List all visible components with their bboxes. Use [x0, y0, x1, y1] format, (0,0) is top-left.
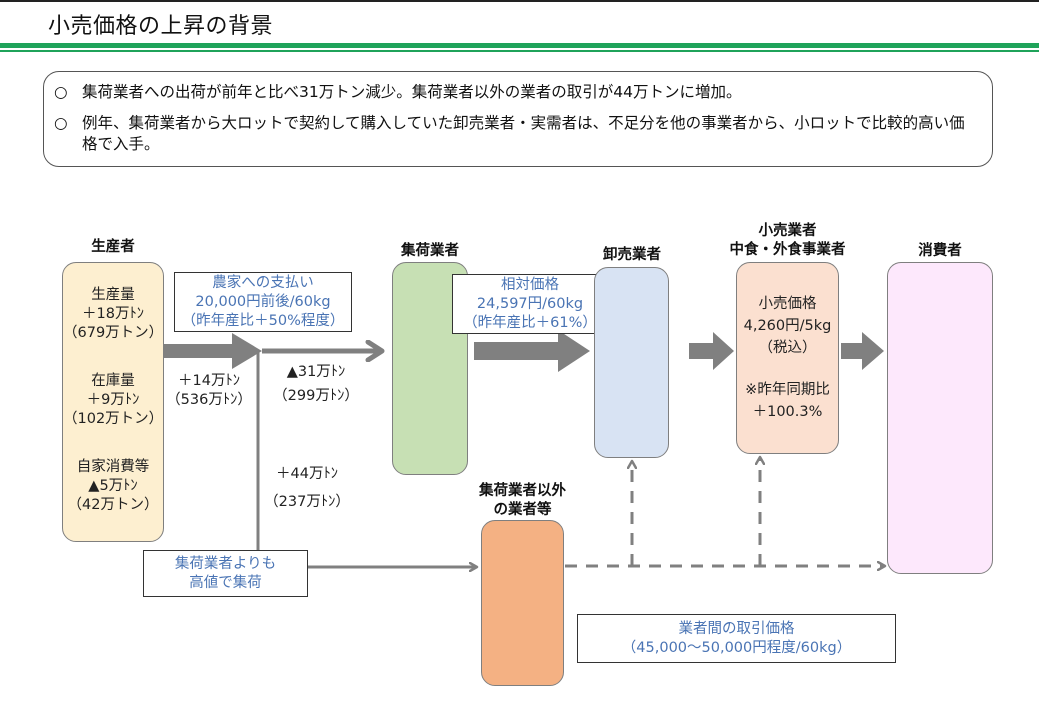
bullet-icon: ○	[54, 114, 68, 132]
top-border	[0, 0, 1039, 2]
summary-text: 例年、集荷業者から大ロットで契約して購入していた卸売業者・実需者は、不足分を他の…	[82, 114, 965, 153]
higher-collection-note: 集荷業者よりも 高値で集荷	[143, 550, 308, 597]
farmer-payment-note: 農家への支払い 20,000円前後/60kg （昨年産比＋50%程度）	[174, 272, 352, 332]
retail-price-label: 小売価格	[758, 296, 817, 312]
retail-yoy: ※昨年同期比 ＋100.3%	[737, 379, 838, 423]
flow-total: （536万ﾄﾝ）	[166, 392, 252, 408]
summary-item: ○ 集荷業者への出荷が前年と比べ31万トン減少。集荷業者以外の業者の取引が44万ト…	[54, 82, 972, 103]
wholesaler-label: 卸売業者	[603, 247, 661, 263]
flow-producer-out: ＋14万ﾄﾝ （536万ﾄﾝ）	[166, 372, 252, 410]
consumer-box	[887, 262, 993, 574]
retail-price: 小売価格 4,260円/5kg （税込）	[737, 293, 838, 359]
summary-item: ○ 例年、集荷業者から大ロットで契約して購入していた卸売業者・実需者は、不足分を他…	[54, 113, 972, 155]
collector-label: 集荷業者	[401, 243, 459, 259]
relative-price-note: 相対価格 24,597円/60kg （昨年産比＋61%）	[452, 274, 608, 334]
wholesaler-box	[594, 267, 669, 458]
note-line: 農家への支払い	[212, 275, 314, 291]
self-consumption-total: （42万トン）	[67, 497, 159, 513]
retailer-box: 小売価格 4,260円/5kg （税込） ※昨年同期比 ＋100.3%	[736, 262, 839, 454]
flow-to-collector: ▲31万ﾄﾝ （299万ﾄﾝ）	[266, 360, 366, 408]
note-line: 業者間の取引価格	[678, 621, 795, 637]
self-consumption-change: ▲5万ﾄﾝ	[88, 478, 138, 494]
note-line: 集荷業者よりも	[174, 556, 277, 572]
other-traders-label: 集荷業者以外 の業者等	[460, 482, 585, 520]
other-traders-box	[481, 520, 564, 686]
note-line: 24,597円/60kg	[476, 296, 584, 312]
note-line: 20,000円前後/60kg	[195, 294, 331, 310]
bullet-icon: ○	[54, 83, 68, 101]
summary-text: 集荷業者への出荷が前年と比べ31万トン減少。集荷業者以外の業者の取引が44万トン…	[82, 83, 742, 101]
flow-total: （299万ﾄﾝ）	[273, 388, 359, 404]
retail-price-value: 4,260円/5kg	[743, 318, 832, 334]
note-line: （昨年産比＋50%程度）	[181, 313, 345, 329]
arrow-retailer-consumer	[841, 332, 884, 370]
retailer-label: 小売業者 中食・外食事業者	[705, 222, 870, 260]
other-label-line: 集荷業者以外	[479, 483, 566, 499]
retail-yoy-label: ※昨年同期比	[745, 382, 830, 398]
note-line: 相対価格	[501, 277, 559, 293]
other-label-line: の業者等	[493, 502, 552, 518]
inventory-volume: 在庫量 ＋9万ﾄﾝ （102万トン）	[63, 372, 163, 429]
inventory-total: （102万トン）	[63, 411, 164, 427]
production-volume: 生産量 ＋18万ﾄﾝ （679万トン）	[63, 286, 163, 343]
production-change: ＋18万ﾄﾝ	[82, 306, 144, 322]
inventory-change: ＋9万ﾄﾝ	[86, 392, 140, 408]
self-consumption-label: 自家消費等	[76, 459, 150, 475]
producer-label: 生産者	[91, 239, 135, 255]
retailer-label-line: 中食・外食事業者	[729, 242, 846, 258]
retailer-label-line: 小売業者	[758, 223, 817, 239]
arrow-collector-wholesaler	[474, 330, 590, 372]
inter-trader-price-note: 業者間の取引価格 （45,000～50,000円程度/60kg）	[577, 614, 896, 663]
flow-change: ▲31万ﾄﾝ	[286, 364, 346, 380]
note-line: （45,000～50,000円程度/60kg）	[621, 640, 852, 656]
retail-price-tax: （税込）	[758, 340, 817, 356]
consumer-label: 消費者	[918, 243, 962, 259]
arrow-wholesaler-retailer	[689, 332, 734, 370]
page-title: 小売価格の上昇の背景	[48, 14, 274, 39]
summary-box: ○ 集荷業者への出荷が前年と比べ31万トン減少。集荷業者以外の業者の取引が44万ト…	[43, 71, 993, 167]
flow-to-other: ＋44万ﾄﾝ （237万ﾄﾝ）	[262, 460, 352, 516]
inventory-label: 在庫量	[91, 373, 135, 389]
producer-box: 生産量 ＋18万ﾄﾝ （679万トン） 在庫量 ＋9万ﾄﾝ （102万トン） 自…	[62, 262, 164, 542]
flow-change: ＋14万ﾄﾝ	[178, 373, 240, 389]
flow-total: （237万ﾄﾝ）	[264, 494, 350, 510]
flow-change: ＋44万ﾄﾝ	[276, 466, 338, 482]
arrow-producer-out	[164, 333, 262, 369]
header-rule	[0, 43, 1039, 48]
retail-yoy-value: ＋100.3%	[752, 404, 823, 420]
production-total: （679万トン）	[63, 325, 164, 341]
header-rule-thin	[0, 50, 1039, 52]
self-consumption: 自家消費等 ▲5万ﾄﾝ （42万トン）	[63, 458, 163, 515]
production-label: 生産量	[91, 287, 135, 303]
note-line: 高値で集荷	[189, 575, 262, 591]
note-line: （昨年産比＋61%）	[463, 315, 597, 331]
